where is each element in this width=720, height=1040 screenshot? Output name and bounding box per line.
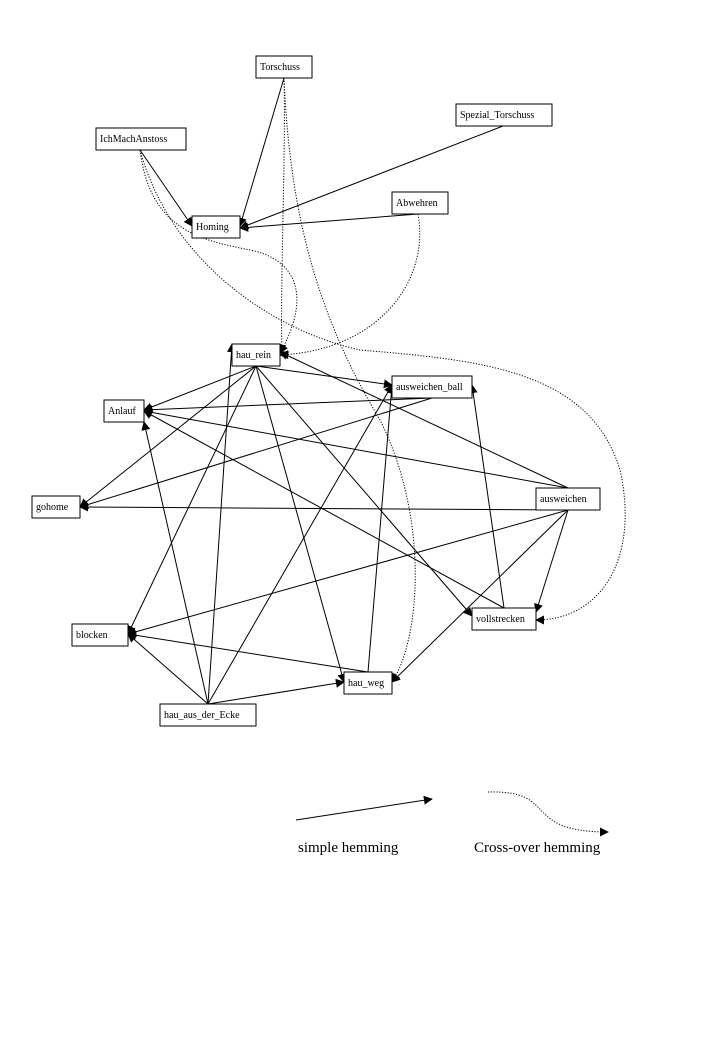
node-label: Abwehren xyxy=(396,198,438,209)
edge-hau-rein-to-blocken xyxy=(127,365,257,635)
edge-abwehren-to-hau-rein xyxy=(279,213,421,360)
edges-layer xyxy=(79,77,569,705)
node-hau-rein: hau_rein xyxy=(231,343,281,367)
edge-torschuss-to-hau-weg xyxy=(283,77,416,683)
edge-ausweichen-ball-to-anlauf xyxy=(143,397,433,415)
edge-hau-aus-der-ecke-to-hau-rein xyxy=(207,343,236,705)
node-ausweichen-ball: ausweichen_ball xyxy=(391,375,473,399)
node-label: hau_weg xyxy=(348,678,384,689)
edge-ichmachanstoss-to-hau-rein xyxy=(139,149,298,354)
edge-ausweichen-to-hau-rein xyxy=(279,351,569,489)
edge-spezial-torschuss-to-homing xyxy=(239,125,504,230)
node-blocken: blocken xyxy=(71,623,129,647)
edge-hau-aus-der-ecke-to-blocken xyxy=(127,633,209,705)
node-label: ausweichen xyxy=(540,494,587,505)
node-ichmachanstoss: IchMachAnstoss xyxy=(95,127,187,151)
edge-ausweichen-ball-to-gohome xyxy=(79,397,433,509)
edge-ausweichen-to-blocken xyxy=(127,509,569,637)
edge-hau-aus-der-ecke-to-anlauf xyxy=(141,421,209,705)
crossover-edges-layer xyxy=(139,77,626,683)
edge-torschuss-to-homing xyxy=(237,77,285,227)
edge-hau-aus-der-ecke-to-ausweichen-ball xyxy=(207,384,393,705)
edge-vollstrecken-to-ausweichen-ball xyxy=(468,384,505,609)
node-hau-aus-der-ecke: hau_aus_der_Ecke xyxy=(159,703,257,727)
node-label: Spezial_Torschuss xyxy=(460,110,534,121)
legend-crossover-label: Cross-over hemming xyxy=(474,840,601,856)
edge-hau-weg-to-blocken xyxy=(127,630,369,673)
node-anlauf: Anlauf xyxy=(103,399,145,423)
edge-ichmachanstoss-to-homing xyxy=(139,149,193,227)
legend-simple-label: simple hemming xyxy=(298,840,399,856)
edge-hau-rein-to-gohome xyxy=(79,365,257,508)
edge-abwehren-to-homing xyxy=(239,213,419,232)
legend: simple hemming Cross-over hemming xyxy=(295,791,609,856)
edge-torschuss-to-hau-rein xyxy=(277,77,287,354)
edge-hau-rein-to-anlauf xyxy=(143,365,257,412)
edge-hau-rein-to-ausweichen-ball xyxy=(255,365,393,389)
node-homing: Homing xyxy=(191,215,241,239)
node-label: ausweichen_ball xyxy=(396,382,463,393)
node-vollstrecken: vollstrecken xyxy=(471,607,537,631)
node-label: hau_aus_der_Ecke xyxy=(164,710,240,721)
edge-ausweichen-to-hau-weg xyxy=(391,509,569,683)
legend-crossover-arrow xyxy=(487,791,609,837)
node-hau-weg: hau_weg xyxy=(343,671,393,695)
node-label: hau_rein xyxy=(236,350,271,361)
edge-hau-aus-der-ecke-to-hau-weg xyxy=(207,678,345,705)
edge-ichmachanstoss-to-vollstrecken xyxy=(139,149,626,625)
node-gohome: gohome xyxy=(31,495,81,519)
node-label: gohome xyxy=(36,502,69,513)
node-torschuss: Torschuss xyxy=(255,55,313,79)
node-label: vollstrecken xyxy=(476,614,525,625)
edge-hau-rein-to-hau-weg xyxy=(255,365,347,683)
edge-ausweichen-to-vollstrecken xyxy=(534,509,569,613)
node-ausweichen: ausweichen xyxy=(535,487,601,511)
node-abwehren: Abwehren xyxy=(391,191,449,215)
edge-vollstrecken-to-anlauf xyxy=(143,410,505,609)
node-label: blocken xyxy=(76,630,108,641)
node-label: Anlauf xyxy=(108,406,136,417)
edge-ausweichen-to-anlauf xyxy=(143,408,569,489)
edge-hau-weg-to-ausweichen-ball xyxy=(367,384,396,673)
node-label: Homing xyxy=(196,222,229,233)
edge-hau-rein-to-vollstrecken xyxy=(255,365,473,617)
node-label: IchMachAnstoss xyxy=(100,134,167,145)
node-label: Torschuss xyxy=(260,62,300,73)
edge-ausweichen-to-gohome xyxy=(79,502,569,512)
node-spezial-torschuss: Spezial_Torschuss xyxy=(455,103,553,127)
legend-simple-arrow xyxy=(295,795,433,821)
